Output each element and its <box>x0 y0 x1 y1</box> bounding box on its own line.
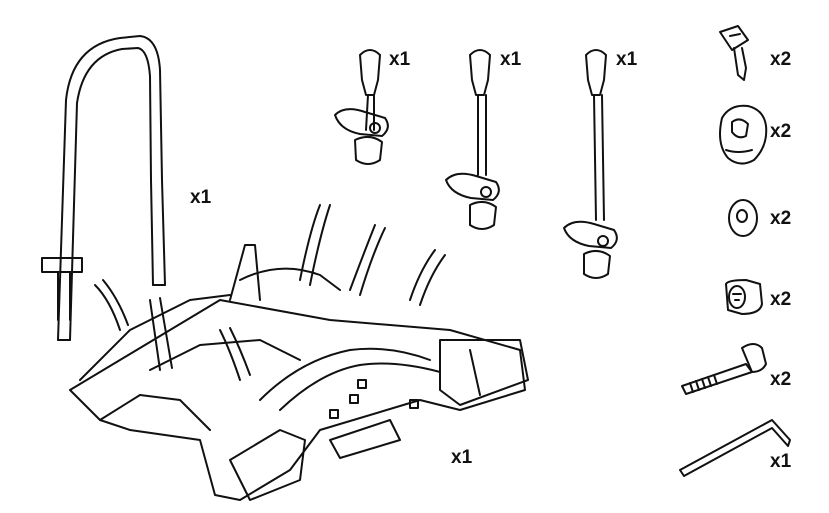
nut-qty-label: x2 <box>770 289 792 310</box>
frame-illustration <box>41 35 166 341</box>
nut-illustration <box>725 279 763 315</box>
carrier-qty-label: x1 <box>451 447 473 468</box>
knob-illustration <box>719 104 768 165</box>
keys-illustration <box>719 25 749 81</box>
arm-short-illustration <box>334 49 389 165</box>
allen-key-qty-label: x1 <box>770 451 792 472</box>
carrier-illustration <box>69 204 529 501</box>
bolt-illustration <box>681 343 767 395</box>
washer-illustration <box>728 199 758 237</box>
arm-long-qty-label: x1 <box>616 49 638 70</box>
arm-medium-illustration <box>445 49 500 230</box>
knob-qty-label: x2 <box>770 121 792 142</box>
arm-short-qty-label: x1 <box>389 49 411 70</box>
arm-medium-qty-label: x1 <box>500 49 522 70</box>
frame-qty-label: x1 <box>190 187 212 208</box>
washer-qty-label: x2 <box>770 208 792 229</box>
arm-long-illustration <box>563 49 618 279</box>
keys-qty-label: x2 <box>770 49 792 70</box>
bolt-qty-label: x2 <box>770 369 792 390</box>
allen-key-illustration <box>679 419 791 477</box>
